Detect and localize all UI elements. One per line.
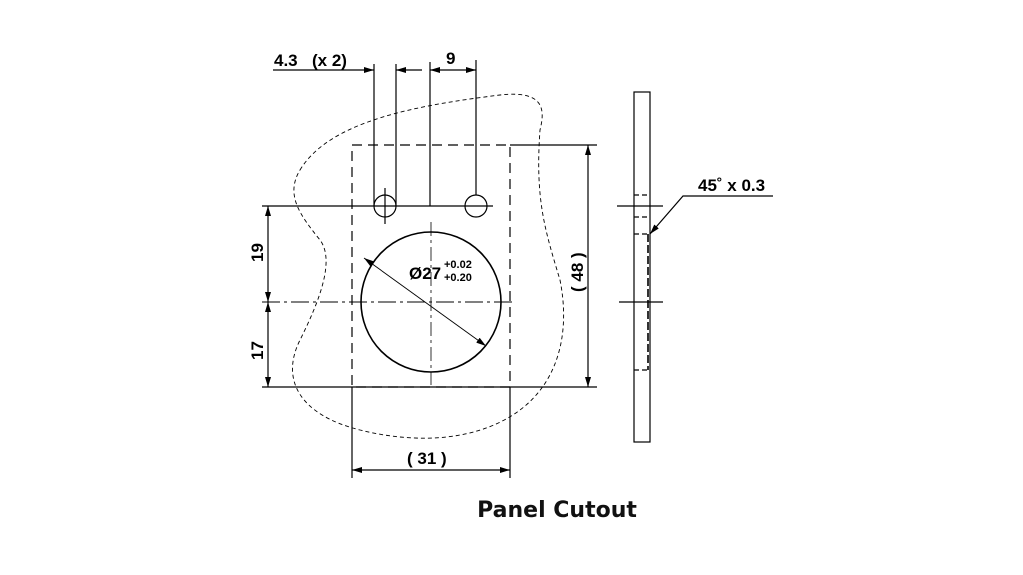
drawing-title: Panel Cutout [477, 498, 637, 523]
main-dia-label: Ø27 [409, 264, 441, 283]
hole-count-label: (x 2) [312, 51, 347, 70]
cutout-rect [351, 144, 511, 388]
hole-spacing-label: 9 [446, 49, 455, 68]
total-width-label: ( 31 ) [407, 449, 447, 468]
chamfer-leader [649, 195, 773, 235]
hole-dia-label: 4.3 [274, 51, 298, 70]
tol-upper: +0.02 [444, 259, 472, 271]
upper-height-label: 19 [248, 243, 267, 262]
chamfer-label: 45˚ x 0.3 [698, 176, 765, 195]
panel-outline [292, 93, 565, 439]
side-view [633, 91, 651, 443]
lower-height-label: 17 [248, 341, 267, 360]
tol-lower: +0.20 [444, 272, 472, 284]
total-height-label: ( 48 ) [568, 252, 587, 292]
